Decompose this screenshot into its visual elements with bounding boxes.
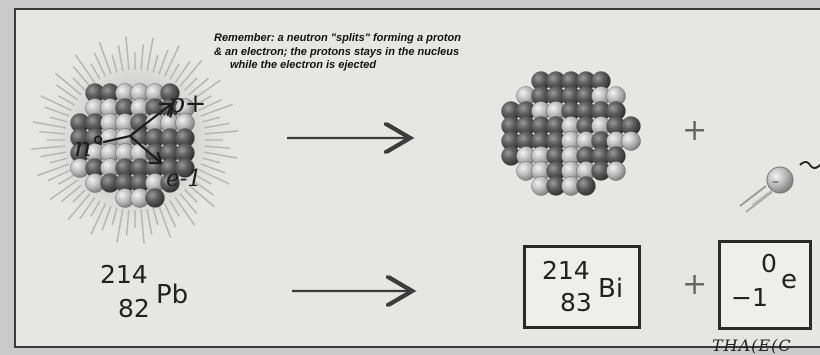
note-line: Remember: a neutron "splits" forming a p… <box>214 32 461 44</box>
bismuth-nucleus <box>501 71 641 196</box>
bismuth-mass-number: 214 <box>542 256 590 285</box>
note-line: & an electron; the protons stays in the … <box>214 45 460 58</box>
nucleon <box>160 173 180 193</box>
bismuth-symbol: Bi <box>598 274 624 304</box>
nucleon <box>576 176 596 196</box>
lead-symbol: Pb <box>156 280 189 310</box>
note-line: while the electron is ejected <box>230 59 377 71</box>
bismuth-214-nuclide: 214 83 Bi <box>526 248 638 326</box>
beta-particle: 0 −1 e <box>721 243 809 327</box>
electron-symbol: e <box>781 265 797 295</box>
electron-label: e-1 <box>166 166 202 192</box>
lead-mass-number: 214 <box>100 260 148 289</box>
margin-handwriting: THA(E(C <box>712 336 792 355</box>
beta-particle-box: 0 −1 e <box>718 240 812 330</box>
nucleon <box>621 131 641 151</box>
beta-charge-number: −1 <box>731 283 768 312</box>
bismuth-nuclide-box: 214 83 Bi <box>523 245 641 329</box>
svg-text:–: – <box>772 174 779 190</box>
plus-sign-top: + <box>682 113 708 148</box>
plus-sign-bottom: + <box>682 267 708 302</box>
nucleon <box>606 161 626 181</box>
ejected-electron: – <box>739 161 820 213</box>
neutron-decay-sketch <box>102 102 173 165</box>
neutron-label: n° <box>74 132 105 163</box>
nucleon <box>145 188 165 208</box>
beta-mass-number: 0 <box>761 249 777 278</box>
lead-214-nuclide: 214 82 Pb <box>100 262 220 322</box>
proton-label: p+ <box>168 89 206 119</box>
lead-atomic-number: 82 <box>118 294 150 323</box>
bismuth-atomic-number: 83 <box>560 288 592 317</box>
remember-note: Remember: a neutron "splits" forming a p… <box>214 32 554 73</box>
nucleon <box>175 158 195 178</box>
